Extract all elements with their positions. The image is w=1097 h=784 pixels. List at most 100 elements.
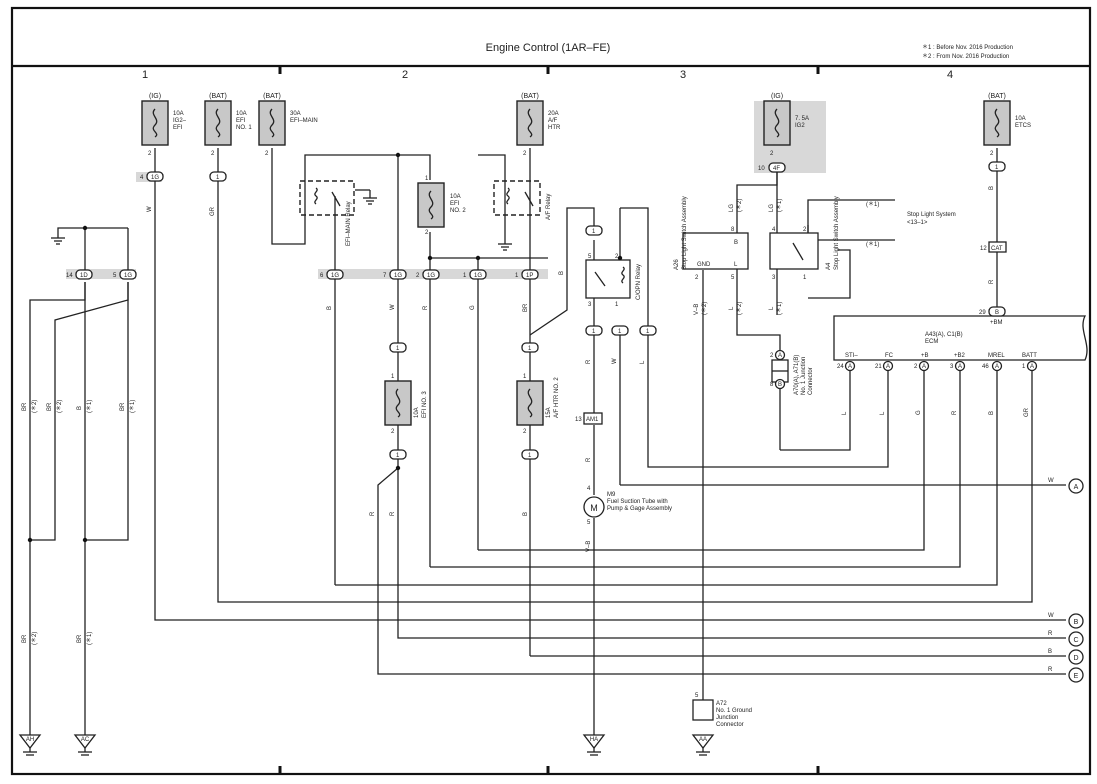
svg-text:2: 2 [265, 151, 269, 157]
svg-text:EFI: EFI [450, 201, 460, 207]
svg-text:6: 6 [320, 273, 324, 279]
svg-text:(IG): (IG) [771, 93, 783, 100]
svg-text:L: L [842, 411, 848, 415]
svg-text:V–B: V–B [586, 541, 592, 552]
svg-text:BATT: BATT [1022, 353, 1037, 359]
am1-connector: AM1 13 [575, 412, 603, 425]
svg-text:10A: 10A [236, 111, 247, 117]
svg-text:4F: 4F [773, 166, 780, 172]
svg-text:IG2: IG2 [795, 123, 805, 129]
svg-text:3: 3 [772, 275, 776, 281]
svg-text:GND: GND [697, 262, 711, 268]
svg-text:AM1: AM1 [586, 417, 599, 423]
svg-text:GR: GR [1024, 407, 1030, 417]
svg-text:M: M [590, 503, 598, 513]
svg-text:1G: 1G [151, 175, 159, 181]
svg-text:BR: BR [22, 402, 28, 411]
svg-text:1: 1 [803, 275, 807, 281]
svg-text:29: 29 [979, 310, 986, 316]
svg-text:2: 2 [523, 429, 527, 435]
ecm-pin-circles: A24 A21 A2 A3 A46 A1 A2 B8 [770, 349, 1038, 390]
svg-text:R: R [586, 457, 592, 462]
svg-text:10A: 10A [450, 194, 461, 200]
offpage-connector-e: E [1068, 667, 1084, 683]
svg-text:V–B: V–B [694, 304, 700, 315]
svg-text:B: B [734, 240, 738, 246]
svg-text:(＊2): (＊2) [736, 199, 743, 212]
svg-text:A: A [778, 353, 782, 359]
svg-text:R: R [586, 359, 592, 364]
svg-text:1: 1 [618, 329, 622, 335]
svg-text:7: 7 [383, 273, 387, 279]
column-number-3: 3 [680, 69, 686, 81]
svg-text:BR: BR [47, 402, 53, 411]
svg-text:EFI–MAIN: EFI–MAIN [290, 118, 318, 124]
svg-text:2: 2 [148, 151, 152, 157]
svg-text:C: C [1073, 637, 1078, 644]
svg-text:G: G [470, 305, 476, 310]
svg-text:D: D [1073, 655, 1078, 662]
svg-text:W: W [390, 304, 396, 310]
svg-text:1: 1 [592, 329, 596, 335]
svg-text:A4: A4 [826, 262, 832, 270]
production-note-1: ＊1 : Before Nov. 2016 Production [922, 44, 1013, 51]
column-number-1: 1 [142, 69, 148, 81]
svg-text:2: 2 [695, 275, 699, 281]
fuse-ig2-efi: (IG) 10A IG2– EFI [141, 93, 187, 146]
svg-text:Fuel Suction Tube with: Fuel Suction Tube with [607, 499, 668, 505]
svg-text:ETCS: ETCS [1015, 123, 1031, 129]
svg-text:A: A [886, 364, 890, 370]
svg-text:2: 2 [803, 227, 807, 233]
svg-text:A: A [1030, 364, 1034, 370]
svg-text:1: 1 [463, 273, 467, 279]
svg-text:(＊1): (＊1) [86, 400, 93, 413]
svg-text:B: B [778, 382, 782, 388]
connector-pills: 1G 4 1 1D 14 1G 5 1G 6 1G 7 1G 2 1G 1 1P… [66, 161, 1006, 460]
svg-text:15A: 15A [546, 407, 552, 418]
svg-text:BR: BR [22, 634, 28, 643]
connector-bar-left [66, 269, 136, 279]
column-number-4: 4 [947, 69, 953, 81]
svg-text:BR: BR [523, 303, 529, 312]
svg-text:8: 8 [731, 227, 735, 233]
ground-symbol-af-relay [498, 243, 512, 251]
column-number-2: 2 [402, 69, 408, 81]
svg-text:Junction: Junction [716, 715, 738, 721]
production-note-2: ＊2 : From Nov. 2016 Production [922, 53, 1009, 60]
ground-junction-a72: A72 No. 1 Ground Junction Connector [692, 699, 752, 728]
svg-text:7. 5A: 7. 5A [795, 116, 809, 122]
svg-text:C/OPN Relay: C/OPN Relay [636, 264, 642, 300]
svg-text:5: 5 [588, 254, 592, 260]
svg-text:M9: M9 [607, 492, 616, 498]
svg-text:A/F: A/F [548, 118, 558, 124]
svg-text:L: L [734, 262, 738, 268]
svg-text:HTR: HTR [548, 125, 561, 131]
stop-light-switch-a26: GND B L A26 Stop Light Switch Assembly [674, 196, 749, 270]
svg-text:4: 4 [587, 486, 591, 492]
svg-text:R: R [989, 279, 995, 284]
ground-symbol-efi-relay [363, 190, 377, 205]
svg-text:1: 1 [646, 329, 650, 335]
svg-text:EFI NO. 3: EFI NO. 3 [422, 391, 428, 418]
svg-text:(BAT): (BAT) [263, 93, 281, 100]
svg-text:2: 2 [211, 151, 215, 157]
svg-text:1G: 1G [331, 273, 339, 279]
svg-text:W: W [147, 206, 153, 212]
svg-text:46: 46 [982, 364, 989, 370]
svg-text:A: A [848, 364, 852, 370]
svg-text:LG: LG [729, 204, 735, 212]
fuse-efi-no3: 10A EFI NO. 3 [384, 380, 428, 426]
svg-text:B: B [559, 271, 565, 275]
svg-text:A43(A), C1(B): A43(A), C1(B) [925, 332, 963, 338]
fuse-etcs: (BAT) 10A ETCS [983, 93, 1031, 146]
svg-text:FC: FC [885, 353, 894, 359]
svg-text:24: 24 [837, 364, 844, 370]
svg-text:CAT: CAT [991, 246, 1003, 252]
svg-text:IG2–: IG2– [173, 118, 187, 124]
svg-text:STI–: STI– [845, 353, 858, 359]
svg-text:1G: 1G [394, 273, 402, 279]
svg-text:W: W [612, 358, 618, 364]
offpage-connector-d: D [1068, 649, 1084, 665]
svg-text:B: B [77, 406, 83, 410]
